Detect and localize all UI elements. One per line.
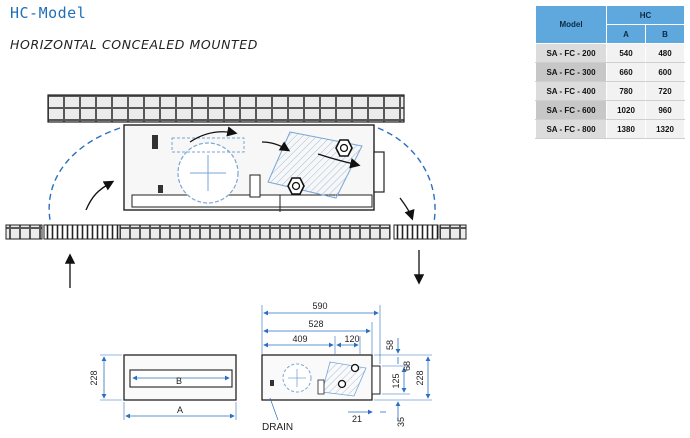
spec-cell-b: 720: [645, 81, 685, 101]
dim-409: 409: [292, 334, 307, 344]
spec-cell-model: SA - FC - 600: [535, 100, 607, 120]
spec-row: SA - FC - 800 1380 1320: [535, 119, 685, 139]
return-grille: [43, 224, 121, 240]
dim-58: 58: [385, 340, 395, 350]
spec-cell-model: SA - FC - 800: [535, 119, 607, 139]
dim-35: 35: [396, 417, 406, 427]
page-subtitle: HORIZONTAL CONCEALED MOUNTED: [10, 37, 258, 52]
ceiling-slab: [47, 94, 405, 123]
spec-table: Model HC A B SA - FC - 200 540 480 SA - …: [535, 5, 685, 139]
spec-cell-model: SA - FC - 300: [535, 62, 607, 82]
side-view: [261, 305, 432, 421]
spec-cell-a: 1380: [606, 119, 646, 139]
spec-row: SA - FC - 300 660 600: [535, 62, 685, 82]
dim-228: 228: [415, 370, 425, 385]
spec-cell-b: 1320: [645, 119, 685, 139]
spec-cell-b: 480: [645, 43, 685, 63]
dim-125: 125: [391, 373, 401, 388]
spec-cell-b: 600: [645, 62, 685, 82]
dim-590: 590: [312, 301, 327, 311]
fan-coil-unit: [123, 124, 385, 212]
spec-row: SA - FC - 400 780 720: [535, 81, 685, 101]
false-ceiling-left: [5, 224, 43, 240]
airflow-arrows: [48, 126, 436, 288]
dim-528: 528: [308, 319, 323, 329]
dim-68: 68: [402, 361, 412, 371]
front-view: [100, 354, 237, 420]
dim-21: 21: [352, 414, 362, 424]
spec-cell-a: 660: [606, 62, 646, 82]
spec-cell-a: 1020: [606, 100, 646, 120]
front-height-label: 228: [89, 370, 99, 385]
drain-label: DRAIN: [262, 422, 293, 433]
spec-row: SA - FC - 200 540 480: [535, 43, 685, 63]
spec-cell-model: SA - FC - 400: [535, 81, 607, 101]
front-inner-label: B: [176, 376, 182, 386]
spec-header-b: B: [645, 24, 685, 44]
supply-grille: [393, 224, 439, 240]
false-ceiling-mid: [119, 224, 391, 240]
dim-120: 120: [344, 334, 359, 344]
front-width-label: A: [177, 405, 183, 415]
page-title: HC-Model: [10, 4, 87, 22]
spec-header-model: Model: [535, 5, 607, 44]
spec-cell-model: SA - FC - 200: [535, 43, 607, 63]
false-ceiling-right: [439, 224, 467, 240]
